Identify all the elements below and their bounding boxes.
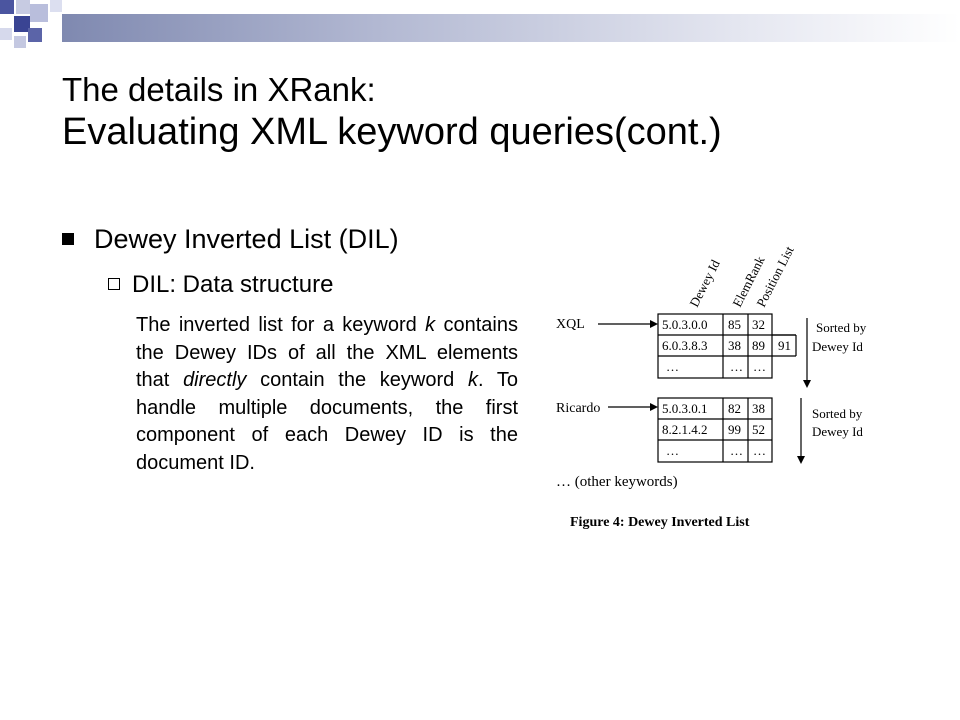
bullet-level-1-text: Dewey Inverted List (DIL)	[94, 224, 399, 254]
square-bullet-icon	[62, 232, 74, 245]
sort-note: Sorted by	[816, 320, 867, 335]
decor-square	[14, 36, 26, 48]
cell: …	[666, 443, 679, 458]
bullet-level-1: Dewey Inverted List (DIL)	[62, 222, 399, 256]
header-gradient-bar	[62, 14, 960, 42]
cell: 32	[752, 317, 765, 332]
sort-note: Dewey Id	[812, 339, 863, 354]
col-header-position-list: Position List	[753, 243, 797, 309]
other-keywords-label: … (other keywords)	[556, 474, 678, 490]
cell: 82	[728, 401, 741, 416]
title-line-2: Evaluating XML keyword queries(cont.)	[62, 111, 722, 153]
decor-square	[50, 0, 62, 12]
cell: 5.0.3.0.0	[662, 317, 708, 332]
hollow-square-bullet-icon	[108, 277, 120, 290]
cell: 5.0.3.0.1	[662, 401, 708, 416]
col-header-dewey-id: Dewey Id	[686, 257, 723, 310]
cell: 38	[752, 401, 765, 416]
cell: 38	[728, 338, 741, 353]
sort-note: Dewey Id	[812, 424, 863, 439]
cell: 89	[752, 338, 765, 353]
cell: 52	[752, 422, 765, 437]
figure-caption: Figure 4: Dewey Inverted List	[570, 515, 750, 530]
bullet-level-2: DIL: Data structure	[108, 270, 333, 300]
cell: 8.2.1.4.2	[662, 422, 708, 437]
cell: …	[730, 359, 743, 374]
decor-square	[0, 0, 14, 14]
decor-square	[30, 4, 48, 22]
keyword-label: Ricardo	[556, 401, 600, 416]
description-paragraph: The inverted list for a keyword k contai…	[136, 314, 518, 474]
decor-square	[0, 28, 12, 40]
title-line-1: The details in XRank:	[62, 71, 376, 108]
inverted-list-xql: XQL 5.0.3.0.0 85 32 6.0.3.8.3 38 89 91 ……	[556, 313, 867, 388]
cell: …	[730, 443, 743, 458]
dewey-inverted-list-figure: Dewey Id ElemRank Position List XQL 5.0.…	[556, 243, 867, 530]
keyword-label: XQL	[556, 317, 585, 332]
sort-note: Sorted by	[812, 406, 863, 421]
cell: 6.0.3.8.3	[662, 338, 708, 353]
bullet-level-2-text: DIL: Data structure	[132, 271, 334, 298]
decor-square	[14, 16, 30, 32]
decor-square	[28, 28, 42, 42]
cell: 85	[728, 317, 741, 332]
cell: …	[666, 359, 679, 374]
cell: 99	[728, 422, 741, 437]
cell: 91	[778, 338, 791, 353]
cell: …	[753, 443, 766, 458]
inverted-list-ricardo: Ricardo 5.0.3.0.1 82 38 8.2.1.4.2 99 52 …	[556, 397, 863, 464]
slide-title: The details in XRank: Evaluating XML key…	[62, 70, 942, 154]
decor-square	[16, 0, 30, 14]
cell: …	[753, 359, 766, 374]
